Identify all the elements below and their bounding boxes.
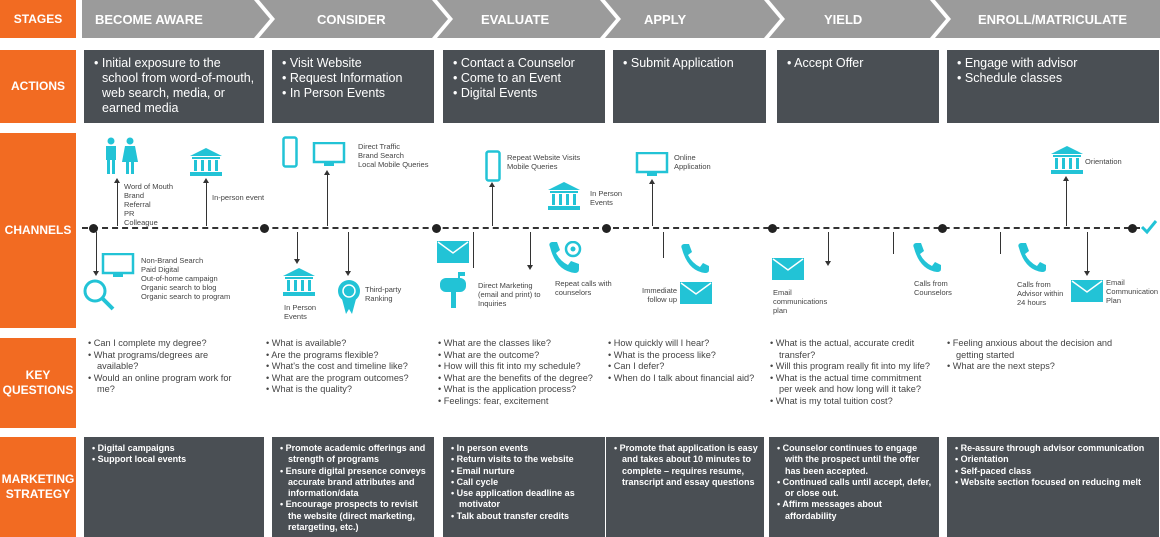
timeline-node bbox=[602, 224, 611, 233]
key-questions-apply: How quickly will I hear?What is the proc… bbox=[608, 338, 764, 384]
connector bbox=[203, 178, 209, 226]
in-person-event-label: In-person event bbox=[212, 193, 265, 202]
mobile-icon bbox=[282, 136, 298, 168]
connector bbox=[1000, 232, 1001, 254]
connector bbox=[489, 182, 495, 226]
marketing-apply: Promote that application is easy and tak… bbox=[606, 437, 764, 537]
bank-icon bbox=[1051, 146, 1083, 174]
stage-enroll: ENROLL/MATRICULATE bbox=[978, 12, 1127, 27]
stages-chevrons bbox=[82, 0, 1160, 38]
row-label-stages: STAGES bbox=[0, 0, 76, 38]
bank-icon bbox=[190, 148, 222, 176]
envelope-icon bbox=[680, 282, 712, 304]
ribbon-icon bbox=[338, 280, 360, 314]
timeline-node bbox=[89, 224, 98, 233]
connector bbox=[825, 232, 831, 266]
marketing-enroll: Re-assure through advisor communicationO… bbox=[947, 437, 1159, 537]
desktop-icon bbox=[312, 142, 346, 166]
connector bbox=[294, 232, 300, 264]
phone-icon bbox=[1018, 243, 1046, 272]
action-enroll: Engage with advisorSchedule classes bbox=[947, 50, 1159, 123]
stage-consider: CONSIDER bbox=[317, 12, 386, 27]
connector bbox=[93, 232, 99, 276]
timeline-node bbox=[938, 224, 947, 233]
row-label-channels: CHANNELS bbox=[0, 133, 76, 328]
stage-evaluate: EVALUATE bbox=[481, 12, 550, 27]
connector bbox=[324, 170, 330, 226]
key-questions-yield: What is the actual, accurate credit tran… bbox=[770, 338, 934, 407]
connector bbox=[114, 178, 120, 226]
phone-icon bbox=[681, 244, 709, 273]
connector bbox=[473, 232, 474, 268]
connector bbox=[663, 232, 664, 258]
marketing-evaluate: In person eventsReturn visits to the web… bbox=[443, 437, 605, 537]
channels-timeline bbox=[82, 227, 1140, 229]
envelope-icon bbox=[437, 241, 469, 263]
connector bbox=[345, 232, 351, 276]
people-icon bbox=[106, 137, 138, 174]
action-become-aware: Initial exposure to the school from word… bbox=[84, 50, 264, 123]
marketing-yield: Counselor continues to engage with the p… bbox=[769, 437, 939, 537]
action-evaluate: Contact a CounselorCome to an EventDigit… bbox=[443, 50, 605, 123]
timeline-node bbox=[432, 224, 441, 233]
action-consider: Visit WebsiteRequest InformationIn Perso… bbox=[272, 50, 434, 123]
envelope-icon bbox=[772, 258, 804, 280]
desktop-icon bbox=[101, 253, 135, 277]
action-yield: Accept Offer bbox=[777, 50, 939, 123]
mailbox-icon bbox=[440, 272, 466, 308]
mobile-icon bbox=[485, 150, 501, 182]
stage-apply: APPLY bbox=[644, 12, 687, 27]
connector bbox=[527, 232, 533, 270]
action-apply: Submit Application bbox=[613, 50, 766, 123]
row-label-actions: ACTIONS bbox=[0, 50, 76, 123]
timeline-node bbox=[768, 224, 777, 233]
envelope-icon bbox=[1071, 280, 1103, 302]
desktop-icon bbox=[635, 152, 669, 176]
marketing-consider: Promote academic offerings and strength … bbox=[272, 437, 434, 537]
connector bbox=[1084, 232, 1090, 276]
stage-yield: YIELD bbox=[824, 12, 863, 27]
key-questions-become-aware: Can I complete my degree?What programs/d… bbox=[88, 338, 248, 396]
bank-icon bbox=[548, 182, 580, 210]
search-icon bbox=[83, 279, 115, 311]
phone-icon bbox=[549, 241, 582, 273]
check-icon bbox=[1140, 220, 1158, 235]
bank-icon bbox=[283, 268, 315, 296]
marketing-become-aware: Digital campaignsSupport local events bbox=[84, 437, 264, 537]
timeline-node bbox=[1128, 224, 1137, 233]
timeline-node bbox=[260, 224, 269, 233]
connector bbox=[1063, 176, 1069, 226]
key-questions-enroll: Feeling anxious about the decision and g… bbox=[947, 338, 1127, 373]
orientation-label: Orientation bbox=[1085, 157, 1122, 166]
connector bbox=[893, 232, 894, 254]
key-questions-evaluate: What are the classes like?What are the o… bbox=[438, 338, 598, 407]
phone-icon bbox=[913, 243, 941, 272]
key-questions-consider: What is available?Are the programs flexi… bbox=[266, 338, 432, 396]
connector bbox=[649, 179, 655, 226]
stage-become-aware: BECOME AWARE bbox=[95, 12, 203, 27]
